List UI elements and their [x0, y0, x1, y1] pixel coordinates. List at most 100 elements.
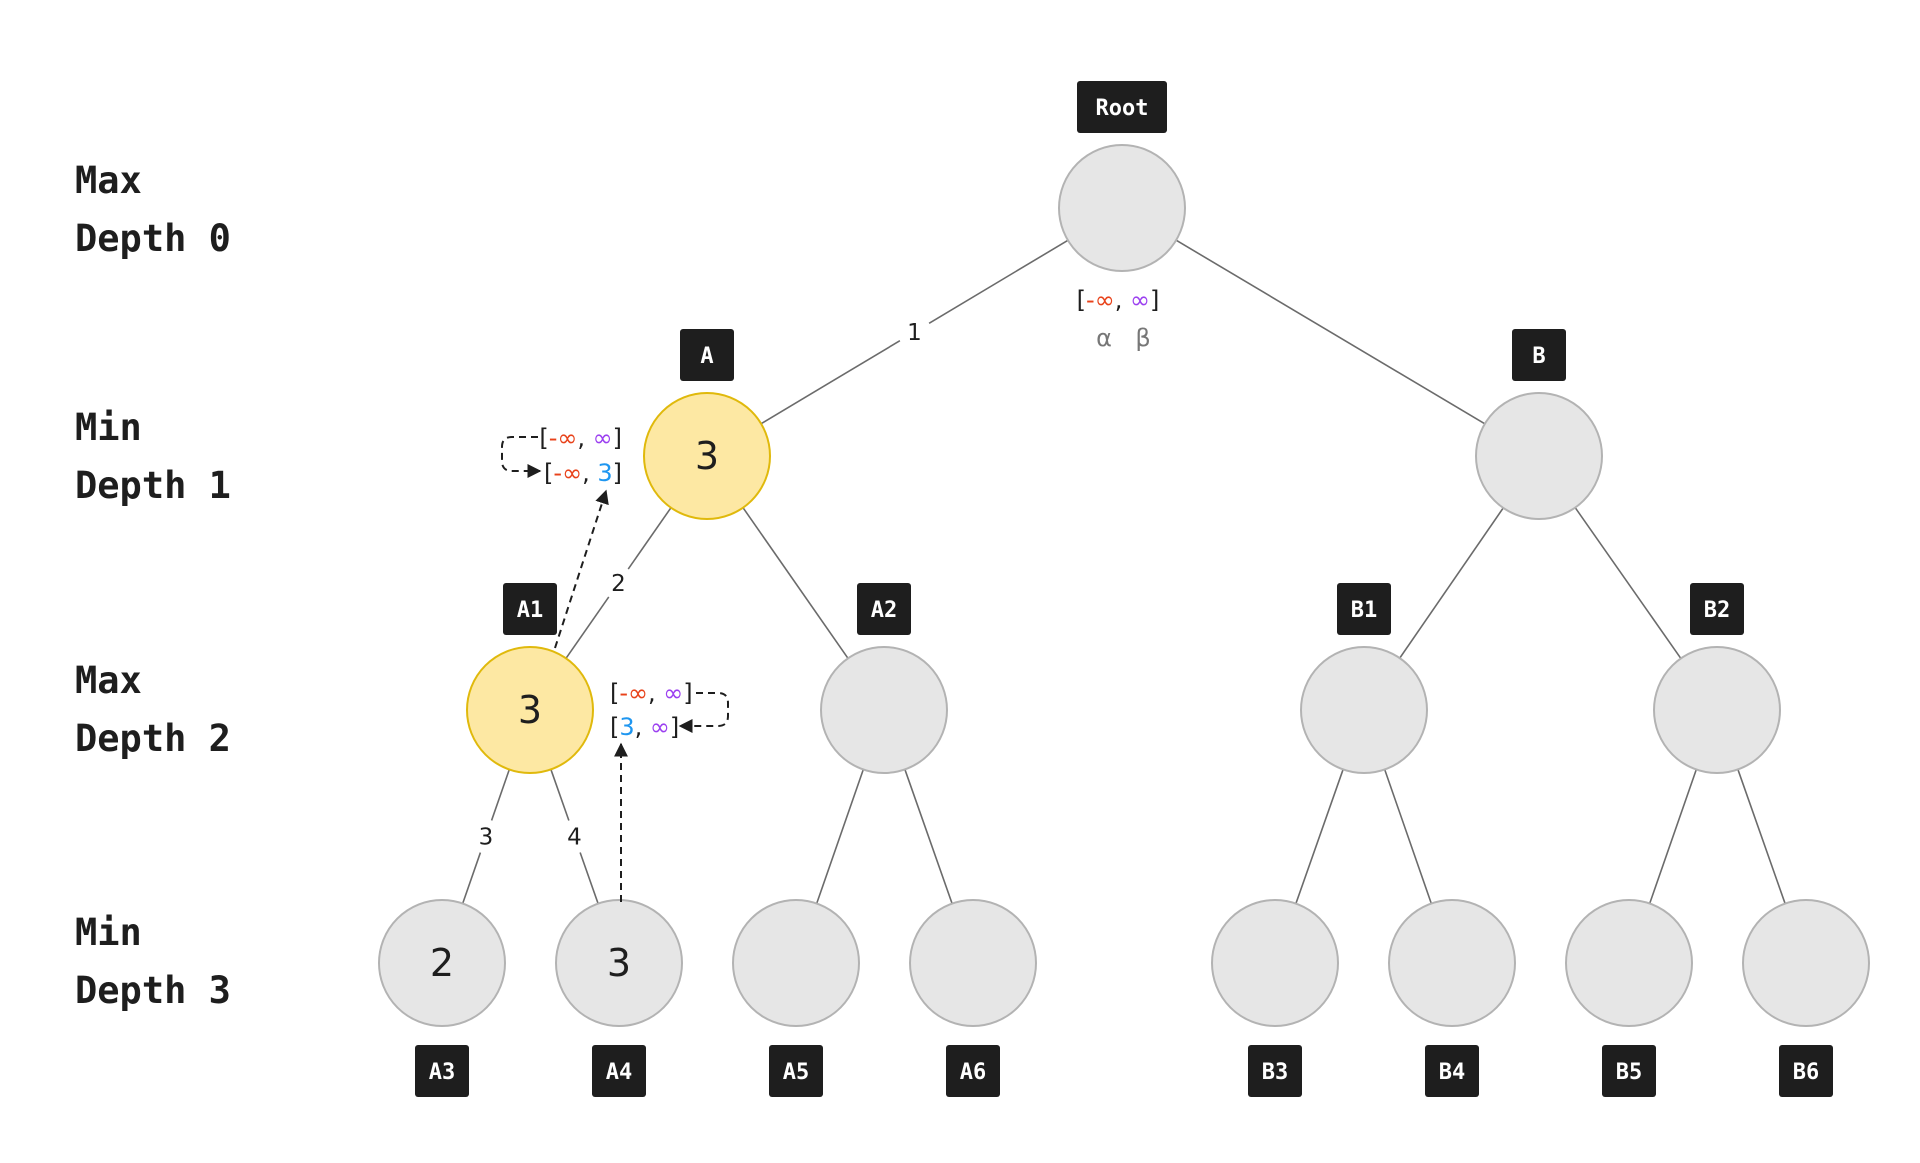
edge-line [742, 507, 849, 659]
tag-background [769, 1045, 823, 1097]
node-a2 [820, 646, 948, 774]
tag-background [1690, 583, 1744, 635]
edge-line [1175, 239, 1486, 425]
edge-order-label: 2 [611, 571, 626, 597]
tag-label: A5 [783, 1060, 810, 1085]
edge-a2-a6 [904, 769, 953, 904]
tag-label: B4 [1439, 1060, 1466, 1085]
tag-label: B5 [1616, 1060, 1643, 1085]
edge-order-label: 3 [479, 825, 494, 851]
tag-background [857, 583, 911, 635]
tag-label: B6 [1793, 1060, 1820, 1085]
node-root [1058, 144, 1186, 272]
edge-a2-a5 [815, 769, 865, 904]
node-value: 3 [607, 941, 631, 985]
pos-infinity: ∞ [663, 679, 683, 707]
edge-b2-b6 [1737, 769, 1786, 904]
tag-background [1779, 1045, 1833, 1097]
node-circle [820, 646, 948, 774]
node-tag-a1: A1 [503, 583, 557, 635]
updated-alpha: 3 [619, 713, 634, 741]
edge-line [1383, 769, 1433, 904]
a1-bounds-update: [-∞, ∞] [3, ∞] [610, 679, 693, 741]
tag-background [1425, 1045, 1479, 1097]
edge-line [1295, 769, 1344, 904]
root-bounds-interval: [-∞, ∞] [1077, 286, 1160, 314]
level-3-role: Min [75, 911, 142, 954]
tag-background [1337, 583, 1391, 635]
edge-a1-a3: 3 [461, 769, 511, 904]
node-tag-a: A [680, 329, 734, 381]
node-tag-b: B [1512, 329, 1566, 381]
alpha-symbol: α [1096, 324, 1112, 352]
a1-bounds-after: [3, ∞] [610, 713, 679, 741]
edge-line [490, 769, 511, 821]
edge-line [1737, 769, 1786, 904]
edge-line [1648, 769, 1698, 904]
node-b5 [1565, 899, 1693, 1027]
node-b2 [1653, 646, 1781, 774]
node-a1: 3 [466, 646, 594, 774]
node-circle [1300, 646, 1428, 774]
tag-background [415, 1045, 469, 1097]
edge-b1-b4 [1383, 769, 1433, 904]
tag-label: Root [1096, 96, 1149, 121]
tag-label: A3 [429, 1060, 456, 1085]
tag-label: B2 [1704, 598, 1731, 623]
tag-background [680, 329, 734, 381]
node-circle [643, 392, 771, 520]
node-circle [1058, 144, 1186, 272]
node-circle [909, 899, 1037, 1027]
level-1-depth: Depth 1 [75, 464, 231, 507]
node-tag-b1: B1 [1337, 583, 1391, 635]
node-b [1475, 392, 1603, 520]
a-bounds-loop-arrow [501, 436, 542, 478]
level-0-depth: Depth 0 [75, 217, 231, 260]
node-tag-a3: A3 [415, 1045, 469, 1097]
edge-line [928, 239, 1069, 324]
tag-background [592, 1045, 646, 1097]
tag-label: A1 [517, 598, 544, 623]
neg-infinity: -∞ [549, 424, 578, 452]
node-tag-b6: B6 [1779, 1045, 1833, 1097]
node-value: 2 [430, 941, 454, 985]
tag-background [1248, 1045, 1302, 1097]
node-tag-b5: B5 [1602, 1045, 1656, 1097]
level-2-role: Max [75, 659, 142, 702]
node-b4 [1388, 899, 1516, 1027]
a-bounds-update: [-∞, ∞] [-∞, 3] [539, 424, 622, 487]
a-bounds-after: [-∞, 3] [544, 459, 622, 487]
node-value: 3 [518, 688, 542, 732]
edge-line [579, 852, 599, 904]
node-b3 [1211, 899, 1339, 1027]
level-1-role: Min [75, 406, 142, 449]
pos-infinity: ∞ [1130, 286, 1150, 314]
depth-labels: Max Depth 0 Min Depth 1 Max Depth 2 Min … [75, 159, 231, 1012]
edge-order-label: 1 [907, 320, 922, 346]
node-value: 3 [695, 434, 719, 478]
neg-infinity: -∞ [553, 459, 582, 487]
node-tag-a6: A6 [946, 1045, 1000, 1097]
root-bounds: [-∞, ∞] α β [1077, 286, 1160, 352]
node-circle [732, 899, 860, 1027]
node-a4: 3 [555, 899, 683, 1027]
node-tag-b4: B4 [1425, 1045, 1479, 1097]
a-bounds-before: [-∞, ∞] [539, 424, 622, 452]
a1-to-a-propagation-arrow [554, 489, 609, 649]
tag-label: A6 [960, 1060, 987, 1085]
pos-infinity: ∞ [650, 713, 670, 741]
edge-line [627, 507, 672, 570]
a1-bounds-loop-arrow [678, 692, 729, 733]
tag-background [1602, 1045, 1656, 1097]
node-b6 [1742, 899, 1870, 1027]
level-2-depth: Depth 2 [75, 717, 231, 760]
edge-line [904, 769, 953, 904]
beta-symbol: β [1135, 324, 1150, 352]
node-circle [1653, 646, 1781, 774]
updated-beta: 3 [597, 459, 612, 487]
edge-b2-b5 [1648, 769, 1698, 904]
edge-line [461, 852, 482, 904]
node-a6 [909, 899, 1037, 1027]
